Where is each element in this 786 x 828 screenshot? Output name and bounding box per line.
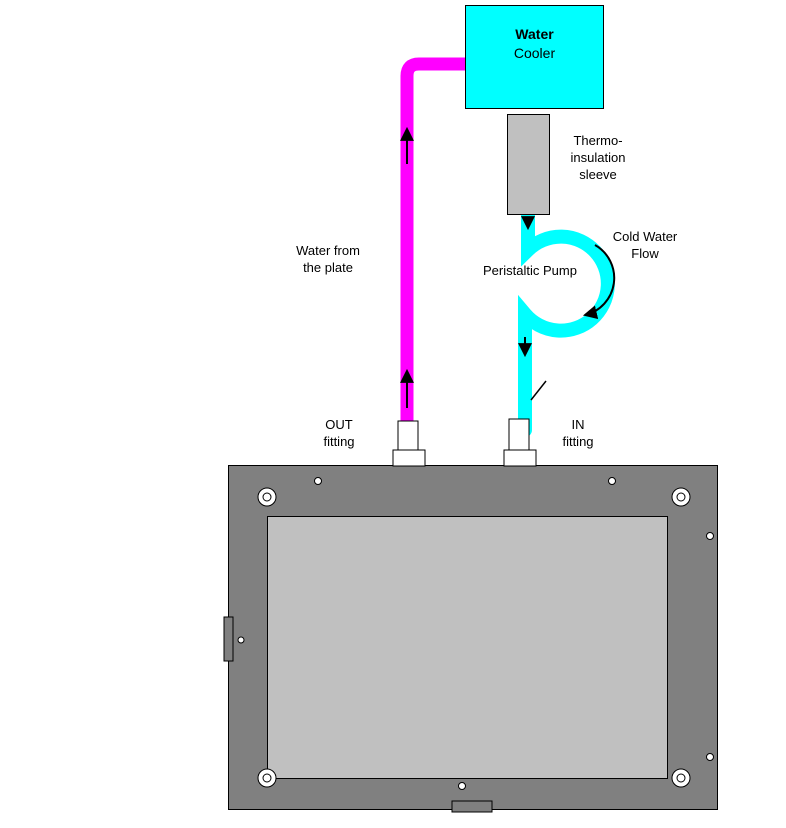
water-from-plate-line1: Water from — [296, 243, 360, 258]
pump-rotation-arrow — [582, 244, 616, 320]
cold-water-tube-pump-loop — [518, 205, 615, 437]
sleeve-label: Thermo- insulation sleeve — [557, 132, 639, 183]
in-fitting-base — [503, 449, 537, 467]
plate-left-tab — [223, 616, 234, 662]
sleeve-label-line3: sleeve — [579, 167, 617, 182]
out-fitting-label-line2: fitting — [323, 434, 355, 449]
water-from-plate-label: Water from the plate — [284, 242, 372, 276]
in-fitting-label: IN fitting — [550, 416, 606, 450]
in-fitting-label-line2: fitting — [562, 434, 594, 449]
thermo-insulation-sleeve — [507, 114, 550, 215]
water-cooler-label-line1: Water — [515, 26, 554, 42]
hole-right-lower — [706, 753, 714, 761]
out-fitting-base — [392, 449, 426, 467]
hole-top-left — [314, 477, 322, 485]
cold-water-flow-line2: Flow — [631, 246, 659, 261]
out-fitting-label-line1: OUT — [325, 417, 353, 432]
sleeve-label-line1: Thermo- — [573, 133, 623, 148]
cold-water-flow-line1: Cold Water — [612, 229, 678, 244]
hole-right-upper — [706, 532, 714, 540]
hole-left-tab — [237, 636, 245, 644]
screw-top-left — [257, 487, 277, 507]
plate-bottom-connector — [451, 800, 493, 813]
out-fitting-stem — [397, 420, 419, 453]
hole-top-right — [608, 477, 616, 485]
water-cooler-label-line2: Cooler — [513, 45, 556, 61]
screw-top-right — [671, 487, 691, 507]
in-fitting-stem — [508, 418, 530, 453]
cold-water-flow-label: Cold Water Flow — [598, 228, 692, 262]
cold-plate-inner-surface — [267, 516, 668, 779]
screw-bottom-left — [257, 768, 277, 788]
water-from-plate-line2: the plate — [303, 260, 353, 275]
water-cooler-box: Water Cooler — [465, 5, 604, 109]
sleeve-label-line2: insulation — [570, 150, 626, 165]
screw-bottom-right — [671, 768, 691, 788]
out-fitting-label: OUT fitting — [311, 416, 367, 450]
peristaltic-pump-label: Peristaltic Pump — [483, 263, 577, 278]
in-fitting-pointer-line — [530, 380, 547, 401]
in-fitting-label-line1: IN — [571, 417, 585, 432]
hot-water-tube — [400, 57, 473, 437]
hole-bottom-center — [458, 782, 466, 790]
